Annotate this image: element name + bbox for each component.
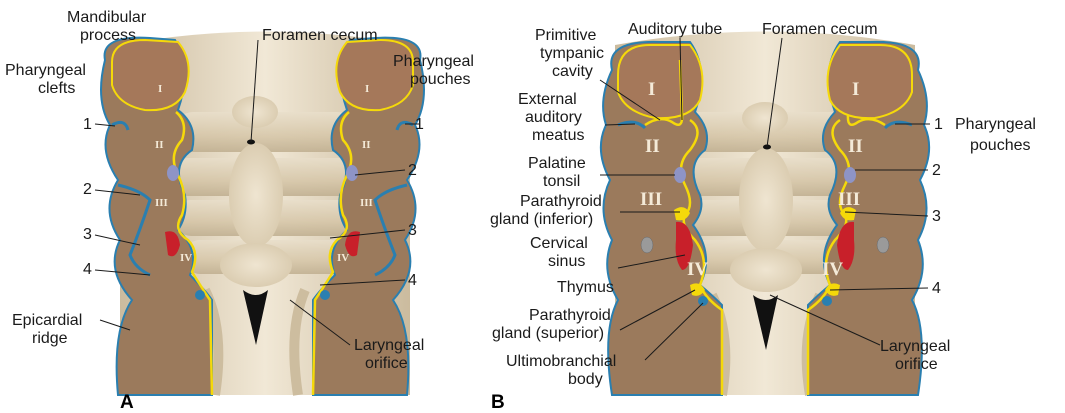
- label-cervical-sinus-line2: sinus: [548, 253, 585, 270]
- label-external-auditory-line1: External: [518, 91, 577, 108]
- label-foramen-cecum-a: Foramen cecum: [262, 27, 378, 44]
- label-mandibular-process-line1: Mandibular: [67, 9, 147, 26]
- arch-IV-right: IV: [337, 252, 349, 264]
- label-parathyroid-inferior-line1: Parathyroid: [520, 193, 602, 210]
- label-primitive-tympanic-line1: Primitive: [535, 27, 596, 44]
- label-laryngeal-orifice-a-line1: Laryngeal: [354, 337, 424, 354]
- b-pouch-number-3: 3: [932, 208, 941, 225]
- label-pharyngeal-pouches-b-line1: Pharyngeal: [955, 116, 1036, 133]
- panel-a: I II III IV I II III IV Mandibular proce…: [5, 9, 474, 413]
- right-cervical-sinus: [877, 237, 889, 253]
- right-mandibular-process: [336, 40, 413, 110]
- panel-b: I II III IV I II III IV Primitive tympan…: [490, 21, 1036, 413]
- arch-III-left: III: [155, 197, 168, 209]
- right-pouch-number-2: 2: [408, 162, 417, 179]
- arch-II-left: II: [155, 139, 164, 151]
- left-cleft-number-1: 1: [83, 116, 92, 133]
- b-pouch-number-1: 1: [934, 116, 943, 133]
- arch-III-right-b: III: [838, 189, 860, 210]
- copula-b: [739, 148, 793, 252]
- b-pouch-number-2: 2: [932, 162, 941, 179]
- arch-IV-right-b: IV: [822, 259, 843, 280]
- label-palatine-tonsil-line2: tonsil: [543, 173, 580, 190]
- right-pouch-number-4: 4: [408, 272, 417, 289]
- label-external-auditory-line2: auditory: [525, 109, 582, 126]
- label-palatine-tonsil-line1: Palatine: [528, 155, 586, 172]
- label-epicardial-ridge-line2: ridge: [32, 330, 68, 347]
- arch-II-right-b: II: [848, 136, 863, 157]
- label-pharyngeal-pouches-a-line1: Pharyngeal: [393, 53, 474, 70]
- label-pharyngeal-clefts-line2: clefts: [38, 80, 75, 97]
- arch-I-left: I: [158, 83, 162, 95]
- arch-II-left-b: II: [645, 136, 660, 157]
- left-mandibular-process: [112, 40, 189, 110]
- panel-letter-b: B: [491, 392, 505, 413]
- label-epicardial-ridge-line1: Epicardial: [12, 312, 82, 329]
- right-pouch-number-3: 3: [408, 222, 417, 239]
- tongue-swelling: [232, 96, 278, 128]
- tongue-swelling-b: [742, 102, 788, 134]
- copula: [229, 143, 283, 247]
- label-external-auditory-line3: meatus: [532, 127, 584, 144]
- left-palatine-tonsil: [674, 167, 686, 183]
- epiglottal-swelling-b: [730, 248, 802, 292]
- arch-III-right: III: [360, 197, 373, 209]
- label-laryngeal-orifice-a-line2: orifice: [365, 355, 408, 372]
- label-cervical-sinus-line1: Cervical: [530, 235, 588, 252]
- panel-letter-a: A: [120, 392, 134, 413]
- label-parathyroid-inferior-line2: gland (inferior): [490, 211, 593, 228]
- label-foramen-cecum-b: Foramen cecum: [762, 21, 878, 38]
- label-ultimobranchial-line2: body: [568, 371, 603, 388]
- arch-I-right: I: [365, 83, 369, 95]
- epiglottal-swelling: [220, 243, 292, 287]
- label-parathyroid-superior-line1: Parathyroid: [529, 307, 611, 324]
- label-mandibular-process-line2: process: [80, 27, 136, 44]
- left-cleft-number-2: 2: [83, 181, 92, 198]
- right-mandibular-process-b: [828, 45, 912, 118]
- label-primitive-tympanic-line3: cavity: [552, 63, 593, 80]
- left-cleft-number-3: 3: [83, 226, 92, 243]
- left-pouch-2-tonsil: [167, 165, 179, 181]
- right-pouch-number-1: 1: [415, 116, 424, 133]
- label-pharyngeal-pouches-a-line2: pouches: [410, 71, 471, 88]
- arch-I-right-b: I: [852, 79, 859, 100]
- left-cervical-sinus: [641, 237, 653, 253]
- arch-IV-left: IV: [180, 252, 192, 264]
- arch-III-left-b: III: [640, 189, 662, 210]
- label-pharyngeal-pouches-b-line2: pouches: [970, 137, 1031, 154]
- label-primitive-tympanic-line2: tympanic: [540, 45, 604, 62]
- label-thymus: Thymus: [557, 279, 614, 296]
- label-parathyroid-superior-line2: gland (superior): [492, 325, 604, 342]
- b-pouch-number-4: 4: [932, 280, 941, 297]
- label-ultimobranchial-line1: Ultimobranchial: [506, 353, 616, 370]
- arch-I-left-b: I: [648, 79, 655, 100]
- right-pouch-2-tonsil: [346, 165, 358, 181]
- right-ultimobranchial-body: [822, 296, 832, 306]
- right-pouch-4-bud: [320, 290, 330, 300]
- label-laryngeal-orifice-b-line1: Laryngeal: [880, 338, 950, 355]
- arch-II-right: II: [362, 139, 371, 151]
- left-mandibular-process-b: [618, 45, 702, 118]
- right-palatine-tonsil: [844, 167, 856, 183]
- label-pharyngeal-clefts-line1: Pharyngeal: [5, 62, 86, 79]
- label-auditory-tube: Auditory tube: [628, 21, 722, 38]
- left-ultimobranchial-body: [698, 296, 708, 306]
- arch-IV-left-b: IV: [687, 259, 708, 280]
- left-cleft-number-4: 4: [83, 261, 92, 278]
- left-pouch-4-bud: [195, 290, 205, 300]
- label-laryngeal-orifice-b-line2: orifice: [895, 356, 938, 373]
